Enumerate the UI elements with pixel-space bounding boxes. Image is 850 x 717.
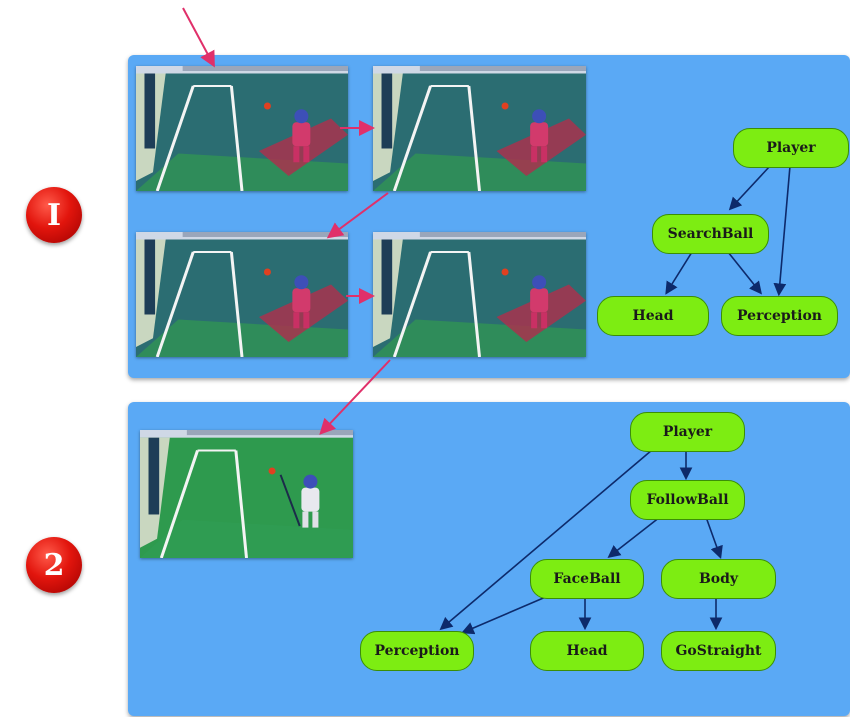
edge-player-searchball (728, 165, 771, 211)
camera-frame-5 (140, 430, 353, 558)
node-body: Body (661, 559, 776, 599)
node-player-1: Player (733, 128, 849, 168)
edge-searchball-head (665, 251, 693, 295)
camera-frame-4 (373, 232, 586, 357)
node-head-2: Head (530, 631, 644, 671)
edge-followball-faceball (607, 516, 661, 558)
edge-followball-body (705, 516, 723, 560)
node-perception-2: Perception (360, 631, 474, 671)
camera-frame-1 (136, 66, 348, 191)
edge-player-perception (773, 165, 791, 297)
node-followball: FollowBall (630, 480, 745, 520)
edge-searchball-perception (727, 251, 762, 295)
node-gostraight: GoStraight (661, 631, 776, 671)
edge-faceball-perception (461, 595, 549, 635)
flow-arrow-4-5 (319, 359, 391, 435)
node-player-2: Player (630, 412, 745, 452)
node-head-1: Head (597, 296, 709, 336)
camera-frame-3 (136, 232, 348, 357)
camera-frame-2 (373, 66, 586, 191)
node-perception-1: Perception (721, 296, 838, 336)
step-badge-1: I (26, 187, 82, 243)
node-searchball: SearchBall (652, 214, 769, 254)
node-faceball: FaceBall (530, 559, 644, 599)
flow-arrow-top (182, 7, 215, 68)
edge-player-perception-2 (439, 449, 653, 631)
flow-arrow-2-3 (326, 192, 389, 239)
step-badge-2: 2 (26, 537, 82, 593)
